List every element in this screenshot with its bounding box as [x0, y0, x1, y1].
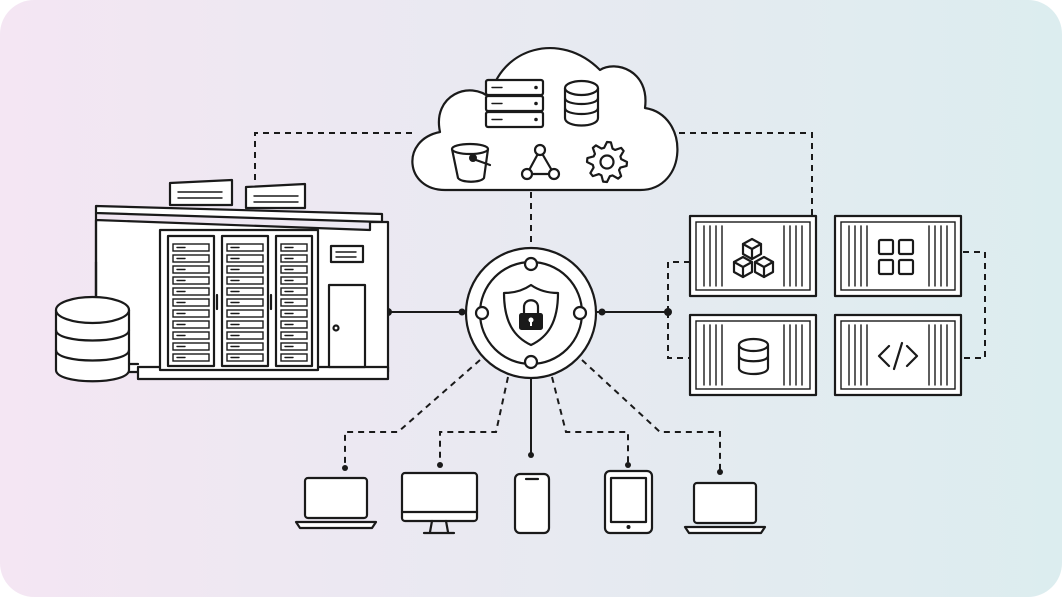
rack-slot: [226, 342, 264, 351]
data-center-node: [54, 178, 390, 383]
grid-apps-icon: [877, 238, 915, 276]
laptop-icon: [294, 476, 378, 530]
rack-slot: [280, 265, 308, 274]
smartphone-icon: [513, 472, 551, 535]
rack-slot: [226, 254, 264, 263]
rack-slot: [226, 331, 264, 340]
database-icon: [54, 260, 131, 383]
tablet-icon: [603, 469, 654, 535]
hvac-unit-icon: [168, 178, 307, 210]
network-nodes-icon: [520, 143, 561, 181]
container-box: [833, 214, 963, 298]
container-frame: [695, 221, 811, 291]
rack-slot: [226, 353, 264, 362]
rack-slot: [172, 331, 210, 340]
rack-slot: [226, 276, 264, 285]
rack-slot: [226, 243, 264, 252]
laptop-icon: [683, 481, 767, 535]
rack-slot: [172, 243, 210, 252]
rack-slot: [280, 342, 308, 351]
server-rack-icon: [484, 78, 545, 129]
rack-slot: [280, 320, 308, 329]
rack-slot: [172, 353, 210, 362]
container-frame: [840, 320, 956, 390]
rack-slot: [280, 287, 308, 296]
database-icon: [563, 79, 600, 127]
rack-slot: [280, 298, 308, 307]
gear-icon: [585, 140, 629, 184]
storage-bucket-icon: [450, 142, 492, 183]
container-box: [688, 313, 818, 397]
rack-slot: [172, 287, 210, 296]
rack-slot: [226, 320, 264, 329]
container-frame: [840, 221, 956, 291]
security-hub-node: [464, 246, 598, 380]
cubes-icon: [732, 237, 775, 279]
rack-slot: [172, 309, 210, 318]
container-frame: [695, 320, 811, 390]
desktop-monitor-icon: [400, 471, 479, 535]
rack-slot: [280, 331, 308, 340]
rack-slot: [280, 276, 308, 285]
rack-slot: [226, 298, 264, 307]
database-icon: [737, 337, 770, 376]
containers-node: [688, 214, 963, 397]
rack-slot: [226, 309, 264, 318]
cloud-node: [411, 47, 679, 192]
rack-slot: [172, 276, 210, 285]
padlock-icon: [519, 299, 543, 330]
vent-panel-icon: [329, 244, 365, 264]
server-rack-icon: [158, 228, 320, 372]
rack-slot: [172, 265, 210, 274]
rack-slot: [172, 298, 210, 307]
container-box: [833, 313, 963, 397]
rack-slot: [280, 353, 308, 362]
rack-slot: [172, 342, 210, 351]
door-icon: [327, 283, 367, 369]
rack-slot: [280, 254, 308, 263]
rack-slot: [172, 254, 210, 263]
rack-slot: [226, 287, 264, 296]
rack-slot: [226, 265, 264, 274]
rack-slot: [280, 243, 308, 252]
code-brackets-icon: [877, 341, 919, 371]
devices-row: [294, 469, 767, 535]
rack-slot: [280, 309, 308, 318]
rack-slot: [172, 320, 210, 329]
container-box: [688, 214, 818, 298]
